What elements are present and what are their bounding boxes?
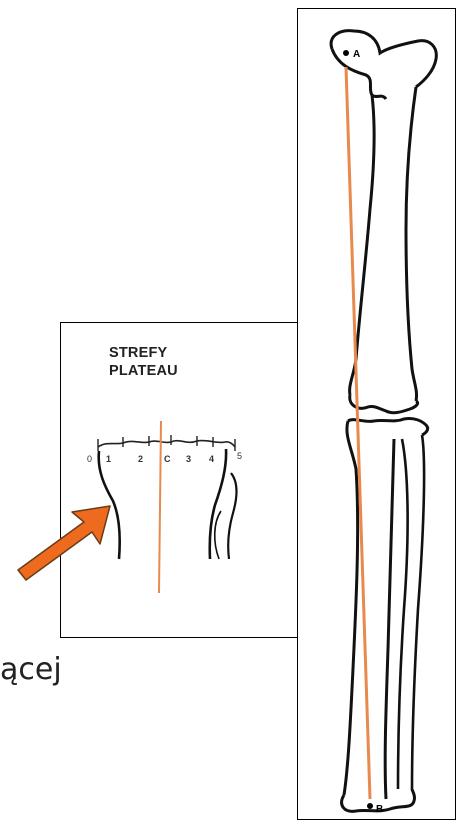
zone-label-4: 4	[209, 454, 214, 464]
leg-drawing: A B	[298, 9, 457, 821]
tibia-shaft-left	[344, 421, 358, 795]
fibula-outline	[228, 473, 236, 559]
fibula-inner	[215, 511, 221, 559]
tibia-outline-left	[99, 451, 120, 559]
mechanical-axis-line	[346, 67, 370, 799]
caption-fragment: ącej	[0, 650, 62, 690]
point-b-label: B	[376, 804, 383, 815]
plateau-zones-inset: STREFY PLATEAU 0 1 2 C 3 4 5	[60, 322, 300, 638]
tibia-plateau	[348, 418, 428, 435]
leg-axis-panel: A B	[297, 8, 456, 820]
plateau-drawing: 0 1 2 C 3 4 5	[61, 323, 301, 639]
plateau-surface	[98, 441, 235, 447]
point-a-label: A	[353, 49, 360, 60]
zone-label-2: 2	[138, 454, 143, 464]
fibula-left	[398, 439, 408, 789]
femur-condyles	[350, 395, 418, 413]
zone-label-1: 1	[106, 454, 111, 464]
zone-label-5: 5	[237, 451, 242, 461]
point-a-marker	[343, 50, 349, 56]
zone-label-c: C	[164, 454, 171, 464]
zone-label-0: 0	[87, 454, 92, 464]
plateau-axis-line	[159, 421, 161, 593]
fibula-right	[412, 435, 424, 789]
zone-label-3: 3	[186, 454, 191, 464]
tibia-shaft-right	[385, 439, 394, 799]
tibia-outline-right	[210, 449, 226, 559]
femur-shaft-right	[406, 87, 417, 401]
point-b-marker	[367, 803, 373, 809]
